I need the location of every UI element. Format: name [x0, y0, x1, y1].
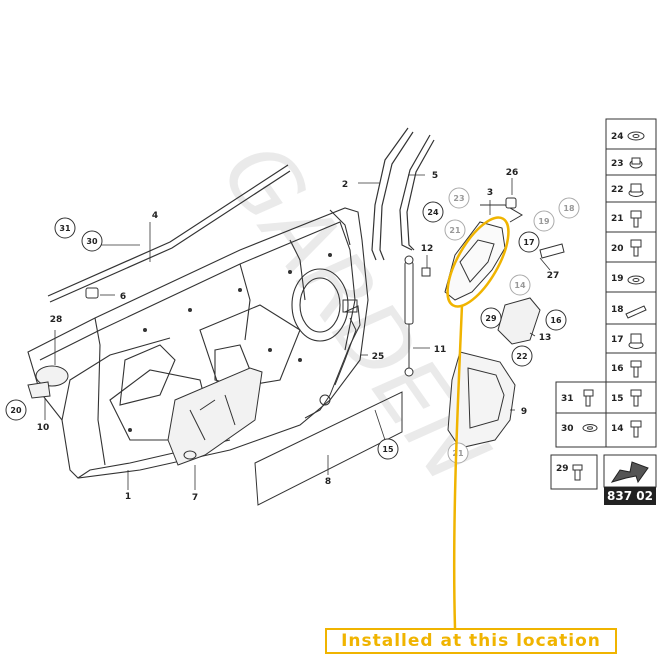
circle-21a: 21 — [444, 219, 466, 241]
label-5: 5 — [432, 171, 438, 181]
table-row-17: 17 — [611, 335, 624, 345]
pin-icon — [625, 305, 647, 319]
parts-table: 24 23 22 21 20 19 18 17 16 15 14 31 30 2… — [550, 118, 657, 490]
label-10: 10 — [37, 423, 50, 433]
seal-strip — [47, 164, 291, 303]
svg-text:19: 19 — [538, 217, 550, 226]
table-row-24: 24 — [611, 132, 624, 142]
circle-17: 17 — [518, 231, 540, 253]
table-row-22: 22 — [611, 185, 624, 195]
svg-text:20: 20 — [10, 406, 22, 415]
film-sheet — [254, 391, 403, 506]
label-27: 27 — [547, 271, 560, 281]
table-row-16: 16 — [611, 364, 624, 374]
svg-text:31: 31 — [59, 224, 71, 233]
label-25: 25 — [372, 352, 385, 362]
table-row-21: 21 — [611, 214, 624, 224]
bolt-icon — [630, 420, 642, 438]
cap-26 — [505, 197, 517, 209]
table-row-18: 18 — [611, 305, 624, 315]
circle-15: 15 — [377, 438, 399, 460]
washer-icon — [627, 275, 645, 285]
svg-text:17: 17 — [523, 238, 534, 247]
insulation-pad — [167, 367, 263, 466]
svg-text:18: 18 — [563, 204, 575, 213]
circle-22: 22 — [511, 345, 533, 367]
label-12: 12 — [421, 244, 434, 254]
svg-text:30: 30 — [86, 237, 98, 246]
bolt-icon — [630, 239, 642, 257]
washer-icon — [627, 131, 645, 141]
label-11: 11 — [434, 345, 447, 355]
circle-31: 31 — [54, 217, 76, 239]
figure-code: 837 02 — [604, 487, 656, 505]
bolt-icon — [583, 389, 594, 407]
table-row-30: 30 — [561, 424, 574, 434]
direction-arrow-icon — [603, 454, 657, 488]
svg-text:24: 24 — [427, 208, 439, 217]
label-9: 9 — [521, 407, 527, 417]
label-8: 8 — [325, 477, 331, 487]
table-row-14: 14 — [611, 424, 624, 434]
clip-6 — [85, 287, 99, 299]
svg-text:15: 15 — [382, 445, 394, 454]
flange-nut-icon — [628, 333, 644, 349]
label-6: 6 — [120, 292, 126, 302]
circle-24: 24 — [422, 201, 444, 223]
bolt-icon — [630, 389, 642, 407]
trim-housing-9 — [447, 351, 516, 449]
svg-text:23: 23 — [453, 194, 464, 203]
washer-icon — [582, 424, 598, 432]
circle-14: 14 — [509, 274, 531, 296]
circle-16: 16 — [545, 309, 567, 331]
bolt-icon — [630, 360, 642, 378]
bolt-icon — [630, 210, 642, 228]
table-row-15: 15 — [611, 394, 624, 404]
label-13: 13 — [539, 333, 552, 343]
screw-icon — [572, 464, 583, 481]
svg-text:14: 14 — [514, 281, 526, 290]
svg-text:16: 16 — [550, 316, 562, 325]
table-row-29: 29 — [556, 464, 569, 474]
circle-19: 19 — [533, 210, 555, 232]
gas-strut — [404, 255, 414, 377]
bracket-13 — [497, 297, 541, 345]
circle-18: 18 — [558, 197, 580, 219]
label-26: 26 — [506, 168, 519, 178]
flange-nut-icon — [628, 183, 644, 197]
circle-30: 30 — [81, 230, 103, 252]
circled-callouts: 31 30 20 24 23 21 19 18 17 14 16 29 22 1… — [5, 187, 580, 464]
label-4: 4 — [152, 211, 158, 221]
window-frame — [371, 127, 435, 261]
label-3: 3 — [487, 188, 493, 198]
bolt-12 — [421, 267, 431, 277]
table-row-31: 31 — [561, 394, 574, 404]
svg-text:21: 21 — [449, 226, 461, 235]
table-row-23: 23 — [611, 159, 624, 169]
part-labels: 1 2 3 4 5 6 7 8 9 10 11 12 13 25 26 27 2… — [37, 168, 560, 503]
circle-21b: 21 — [447, 442, 469, 464]
circle-20: 20 — [5, 399, 27, 421]
installation-note: Installed at this location — [325, 628, 617, 654]
window-regulator — [304, 299, 361, 419]
table-row-20: 20 — [611, 244, 624, 254]
table-row-19: 19 — [611, 274, 624, 284]
sensor-10 — [27, 365, 69, 399]
installation-highlight — [446, 216, 510, 629]
label-1: 1 — [125, 492, 131, 502]
circle-29: 29 — [480, 307, 502, 329]
circle-23: 23 — [448, 187, 470, 209]
label-28: 28 — [50, 315, 63, 325]
svg-text:21: 21 — [452, 449, 464, 458]
label-7: 7 — [192, 493, 198, 503]
label-2: 2 — [342, 180, 348, 190]
nut-icon — [629, 157, 643, 169]
pin-27 — [539, 243, 565, 259]
svg-text:22: 22 — [516, 352, 527, 361]
svg-text:29: 29 — [485, 314, 497, 323]
